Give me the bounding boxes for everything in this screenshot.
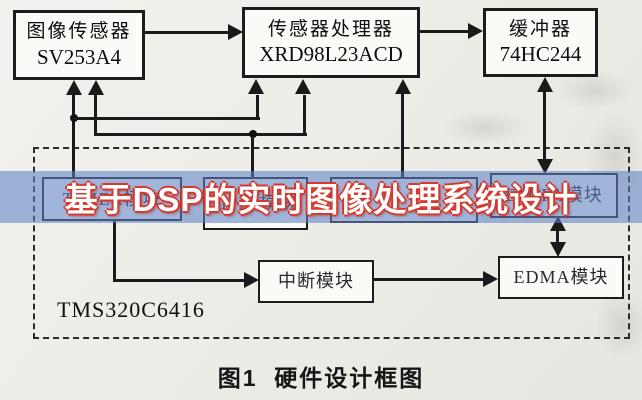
arrowhead-up-icon — [66, 80, 82, 95]
bleed-smudge — [440, 110, 530, 145]
connector-line — [401, 92, 404, 177]
block-interrupt-label: 中断模块 — [278, 271, 354, 292]
block-buffer-model: 74HC244 — [499, 42, 582, 67]
connector-line — [74, 117, 260, 120]
arrowhead-up-icon — [248, 79, 264, 94]
junction-dot — [249, 130, 257, 138]
bleed-smudge — [595, 290, 642, 360]
arrowhead-right-icon — [244, 272, 259, 288]
block-buffer: 缓冲器 74HC244 — [483, 8, 598, 77]
arrowhead-right-icon — [228, 24, 243, 40]
dsp-chip-label: TMS320C6416 — [57, 297, 205, 322]
arrowhead-right-icon — [468, 23, 483, 39]
connector-line — [556, 229, 559, 245]
block-image-sensor: 图像传感器 SV253A4 — [13, 10, 145, 80]
arrowhead-up-icon — [295, 79, 311, 94]
connector-line — [113, 279, 246, 282]
connector-line — [543, 90, 546, 160]
arrowhead-down-icon — [550, 242, 566, 257]
block-sensor-processor: 传感器处理器 XRD98L23ACD — [242, 7, 420, 78]
block-image-sensor-name: 图像传感器 — [26, 21, 132, 42]
connector-line — [145, 31, 230, 34]
block-interrupt-module: 中断模块 — [258, 260, 374, 303]
connector-line — [113, 221, 116, 282]
connector-line — [251, 136, 254, 177]
dsp-boundary-dashed-box — [33, 147, 630, 339]
block-edma-module: EDMA模块 — [498, 256, 624, 299]
arrowhead-up-icon — [395, 79, 411, 94]
arrowhead-up-icon — [537, 77, 553, 92]
connector-line — [418, 30, 470, 33]
block-sensor-processor-name: 传感器处理器 — [267, 18, 394, 40]
connector-line — [72, 93, 75, 177]
block-sensor-processor-model: XRD98L23ACD — [259, 42, 403, 67]
connector-line — [94, 93, 97, 136]
block-image-sensor-model: SV253A4 — [36, 44, 121, 69]
banner-title-text: 基于DSP的实时图像处理系统设计 — [64, 181, 578, 218]
figure-caption: 图1 硬件设计框图 — [217, 365, 425, 391]
title-banner: 基于DSP的实时图像处理系统设计 — [0, 171, 642, 223]
block-buffer-name: 缓冲器 — [508, 18, 572, 40]
connector-line — [94, 133, 307, 136]
connector-line — [303, 95, 306, 136]
arrowhead-up-icon — [88, 80, 104, 95]
block-edma-label: EDMA模块 — [513, 267, 609, 288]
arrowhead-right-icon — [483, 271, 498, 287]
arrowhead-down-icon — [537, 159, 553, 174]
connector-line — [256, 95, 259, 120]
connector-line — [374, 278, 484, 281]
